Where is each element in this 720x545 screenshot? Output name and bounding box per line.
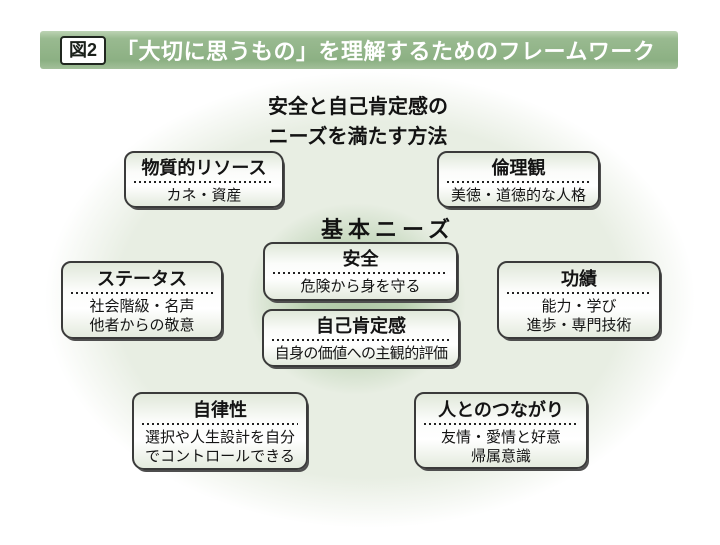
box-line: 能力・学び — [541, 298, 617, 315]
box-line: 美徳・道徳的な人格 — [450, 187, 586, 204]
figure-header-bar: 図2 「大切に思うもの」を理解するためのフレームワーク — [40, 31, 678, 69]
box-status: ステータス 社会階級・名声 他者からの敬意 — [61, 261, 223, 339]
box-line: 選択や人生設計を自分 — [144, 429, 295, 446]
dotted-divider — [272, 339, 450, 341]
box-title: 功績 — [561, 269, 597, 289]
dotted-divider — [71, 292, 213, 294]
figure-title: 「大切に思うもの」を理解するためのフレームワーク — [116, 39, 656, 64]
box-title: 倫理観 — [491, 158, 546, 178]
box-line: 自身の価値への主観的評価 — [274, 345, 448, 362]
box-title: 安全 — [342, 249, 379, 269]
box-line: 危険から身を守る — [300, 278, 421, 295]
box-title: 物質的リソース — [141, 158, 267, 178]
box-line: 進歩・専門技術 — [526, 317, 632, 334]
box-self-esteem: 自己肯定感 自身の価値への主観的評価 — [262, 309, 460, 367]
dotted-divider — [447, 181, 590, 183]
box-title: 自己肯定感 — [316, 316, 406, 336]
dotted-divider — [424, 423, 578, 425]
dotted-divider — [142, 423, 298, 425]
basic-needs-label: 基本ニーズ — [321, 217, 455, 242]
box-title: ステータス — [97, 269, 187, 289]
dotted-divider — [134, 181, 274, 183]
box-safety: 安全 危険から身を守る — [263, 242, 458, 301]
figure-number-badge: 図2 — [60, 35, 107, 65]
box-line: 他者からの敬意 — [89, 317, 195, 334]
method-caption-line2: ニーズを満たす方法 — [268, 126, 448, 148]
box-connection: 人とのつながり 友情・愛情と好意 帰属意識 — [414, 392, 588, 469]
box-title: 自律性 — [193, 400, 247, 420]
box-line: 帰属意識 — [470, 448, 531, 465]
method-caption: 安全と自己肯定感の ニーズを満たす方法 — [258, 92, 458, 152]
box-material-resources: 物質的リソース カネ・資産 — [124, 151, 284, 208]
box-achievement: 功績 能力・学び 進歩・専門技術 — [497, 261, 661, 339]
dotted-divider — [507, 292, 651, 294]
method-caption-line1: 安全と自己肯定感の — [268, 96, 448, 118]
box-line: でコントロールできる — [145, 448, 295, 465]
box-ethics: 倫理観 美徳・道徳的な人格 — [437, 151, 600, 208]
dotted-divider — [273, 272, 448, 274]
box-line: 社会階級・名声 — [89, 298, 195, 315]
box-line: 友情・愛情と好意 — [440, 429, 561, 446]
box-autonomy: 自律性 選択や人生設計を自分 でコントロールできる — [132, 392, 308, 470]
box-title: 人とのつながり — [438, 400, 564, 420]
box-line: カネ・資産 — [166, 187, 242, 204]
